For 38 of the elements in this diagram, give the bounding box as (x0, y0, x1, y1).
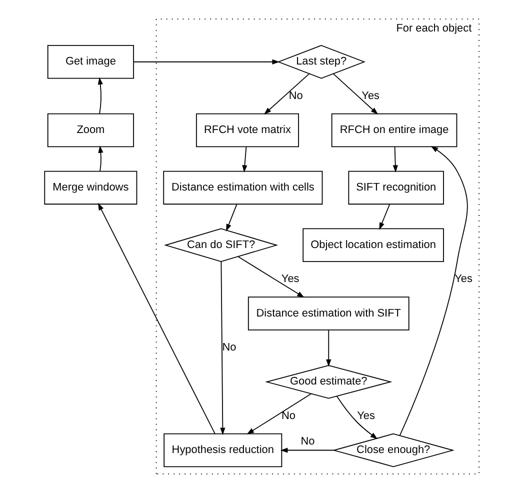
node-box: Object location estimation (302, 228, 444, 262)
arrow (98, 146, 104, 172)
arrow (98, 202, 216, 434)
edge-label: Yes (362, 90, 380, 102)
arrow (133, 59, 280, 64)
edge-label: Yes (357, 410, 375, 422)
node-box: SIFT recognition (348, 170, 444, 205)
arrow (326, 330, 332, 367)
node-box: Distance estimation with cells (163, 170, 323, 205)
edge-label: No (222, 342, 236, 354)
edge-label: No (300, 435, 315, 448)
edge-label: No (282, 410, 296, 422)
node-box: Distance estimation with SIFT (248, 296, 410, 330)
arrow (379, 204, 390, 230)
node-box: Merge windows (44, 170, 138, 205)
arrow (392, 146, 398, 173)
arrow (238, 256, 304, 298)
node-box: RFCH on entire image (331, 113, 458, 148)
edge-label: No (288, 90, 303, 102)
arrow (98, 77, 103, 114)
arrow (220, 261, 226, 436)
arrow (246, 393, 312, 434)
arrow (242, 146, 248, 173)
arrow (264, 73, 310, 115)
arrow (336, 396, 378, 440)
node-box: Zoom (47, 113, 134, 148)
edge-label: Yes (281, 273, 300, 286)
edge-label: Yes (454, 273, 472, 286)
node-box: Hypothesis reduction (164, 433, 282, 468)
node-diamond: Last step? (277, 44, 366, 79)
node-box: Get image (47, 45, 134, 79)
node-diamond: Good estimate? (265, 365, 392, 399)
arrow (332, 73, 378, 115)
node-box: RFCH vote matrix (196, 113, 299, 148)
arrow (399, 146, 468, 436)
arrow (280, 448, 334, 453)
arrow (226, 204, 238, 232)
node-diamond: Can do SIFT? (164, 228, 278, 262)
